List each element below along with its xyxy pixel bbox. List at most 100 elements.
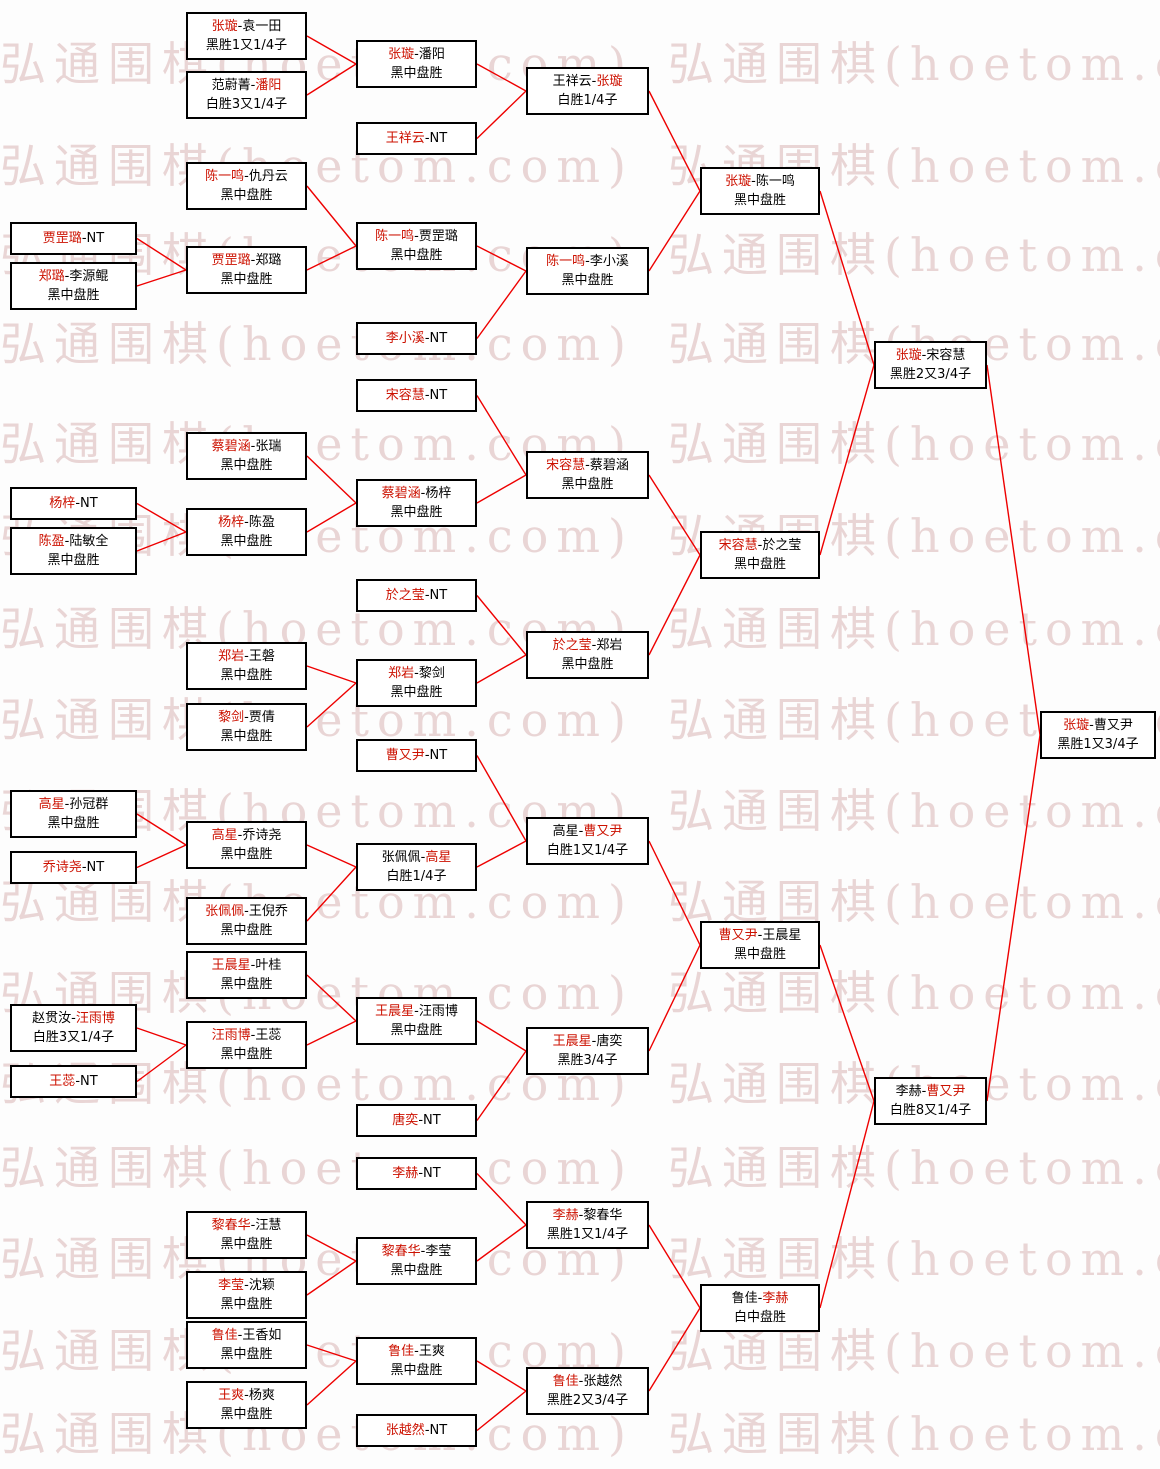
bracket-connector [476,245,527,272]
player-name-winner-highlight: 杨梓 [425,486,452,501]
player-name-winner-highlight: 汪雨博 [211,1028,251,1043]
player-name-winner-highlight: NT [423,1113,441,1128]
match-result: 白中盘胜 [733,1310,786,1325]
name-separator: - [424,331,430,346]
name-separator: - [420,850,426,865]
name-separator: - [414,229,419,244]
player-name-winner-highlight: 高星 [552,824,579,839]
bracket-connector [136,269,187,287]
match-box-r3m3: 陈一鸣-贾罡璐黑中盘胜 [356,222,477,270]
bracket-connector [306,974,357,1022]
watermark-text: 弘通围棋(hoetom.com) [0,693,634,747]
name-separator: - [585,254,590,269]
player-name-winner-highlight: 张璇 [596,74,623,89]
bracket-connector [306,682,357,728]
match-players: 宋容慧-NT [386,386,447,405]
name-separator: - [237,1328,243,1343]
watermark-text: 弘通围棋(hoetom.com) [668,1232,1160,1286]
watermark-text: 弘通围棋(hoetom.com) [0,317,634,371]
player-name-winner-highlight: 李莹 [425,1244,452,1259]
match-result: 黑中盘胜 [220,1047,273,1062]
player-name-winner-highlight: 於之莹 [385,588,425,603]
match-box-r6m2: 李赫-曹又尹白胜8又1/4子 [874,1077,987,1125]
match-players: 蔡碧涵-张瑞 [212,437,282,456]
watermark-text: 弘通围棋(hoetom.com) [668,1324,1160,1378]
match-players: 於之莹-NT [386,586,447,605]
name-separator: - [244,169,249,184]
player-name-winner-highlight: 张越然 [385,1423,425,1438]
watermark-text: 弘通围棋(hoetom.com) [668,1407,1160,1461]
bracket-connector [136,502,187,533]
player-name-winner-highlight: 陈一鸣 [755,174,795,189]
match-box-r1m6: 乔诗尧-NT [10,851,137,884]
match-players: 王晨星-叶桂 [212,956,282,975]
player-name-winner-highlight: 曹又尹 [385,748,425,763]
match-players: 杨梓-NT [49,494,97,513]
player-name-winner-highlight: 袁一田 [242,19,282,34]
player-name-winner-highlight: 郑璐 [38,269,65,284]
match-players: 鲁佳-王爽 [388,1342,445,1361]
match-players: 唐奕-NT [392,1111,440,1130]
match-result: 黑中盘胜 [220,977,273,992]
name-separator: - [921,348,927,363]
name-separator: - [75,1074,81,1089]
player-name-winner-highlight: 李赫 [762,1291,789,1306]
player-name-winner-highlight: 范蔚菁 [211,78,251,93]
player-name-winner-highlight: 贾罡璐 [42,231,82,246]
watermark-text: 弘通围棋(hoetom.com) [0,37,634,91]
player-name-winner-highlight: 张瑞 [255,439,282,454]
match-box-r3m9: 曹又尹-NT [356,739,477,772]
bracket-connector [648,1224,701,1309]
player-name-winner-highlight: 王磐 [248,649,275,664]
watermark-text: 弘通围棋(hoetom.com) [668,1141,1160,1195]
player-name-winner-highlight: 贾罡璐 [418,229,458,244]
bracket-connector [476,595,527,656]
match-result: 黑中盘胜 [220,1237,273,1252]
match-players: 王晨星-汪雨博 [375,1002,458,1021]
player-name-winner-highlight: 高星 [425,850,452,865]
bracket-connector [306,455,357,504]
player-name-winner-highlight: NT [86,231,105,246]
match-players: 张璇-袁一田 [212,17,282,36]
match-result: 黑中盘胜 [733,947,786,962]
player-name-winner-highlight: 郑岩 [218,649,245,664]
bracket-connector [136,813,187,846]
match-players: 郑璐-李源鲲 [39,267,109,286]
name-separator: - [424,131,430,146]
match-result: 黑中盘胜 [733,193,786,208]
match-result: 黑胜3/4子 [557,1053,618,1068]
player-name-winner-highlight: NT [86,860,105,875]
name-separator: - [244,649,249,664]
player-name-winner-highlight: 汪雨博 [75,1011,115,1026]
bracket-connector [306,185,357,247]
player-name-winner-highlight: 张佩佩 [205,904,245,919]
player-name-winner-highlight: 王祥云 [552,74,592,89]
bracket-connector [648,90,701,192]
match-box-r3m13: 李赫-NT [356,1157,477,1190]
match-players: 王蕊-NT [49,1072,97,1091]
match-box-r4m4: 於之莹-郑岩黑中盘胜 [526,631,649,679]
match-players: 鲁佳-王香如 [212,1326,282,1345]
player-name-winner-highlight: 曹又尹 [718,928,758,943]
match-box-r5m2: 宋容慧-於之莹黑中盘胜 [700,531,820,579]
name-separator: - [585,458,590,473]
player-name-winner-highlight: 乔诗尧 [242,828,282,843]
name-separator: - [250,253,256,268]
match-players: 鲁佳-李赫 [732,1289,789,1308]
player-name-winner-highlight: 李赫 [392,1166,419,1181]
bracket-connector [306,1344,357,1362]
name-separator: - [418,1166,424,1181]
name-separator: - [244,710,249,725]
match-box-r3m11: 王晨星-汪雨博黑中盘胜 [356,997,477,1045]
player-name-winner-highlight: 高星 [38,797,65,812]
match-players: 张佩佩-王倪乔 [205,902,288,921]
bracket-connector [136,237,187,271]
bracket-connector [136,1044,187,1083]
match-box-r1m7: 赵贯汝-汪雨博白胜3又1/4子 [10,1004,137,1052]
match-box-r4m7: 李赫-黎春华黑胜1又1/4子 [526,1201,649,1249]
watermark-text: 弘通围棋(hoetom.com) [0,602,634,656]
player-name-winner-highlight: 陈一鸣 [375,229,415,244]
watermark-text: 弘通围棋(hoetom.com) [0,875,634,929]
player-name-winner-highlight: 郑璐 [255,253,282,268]
